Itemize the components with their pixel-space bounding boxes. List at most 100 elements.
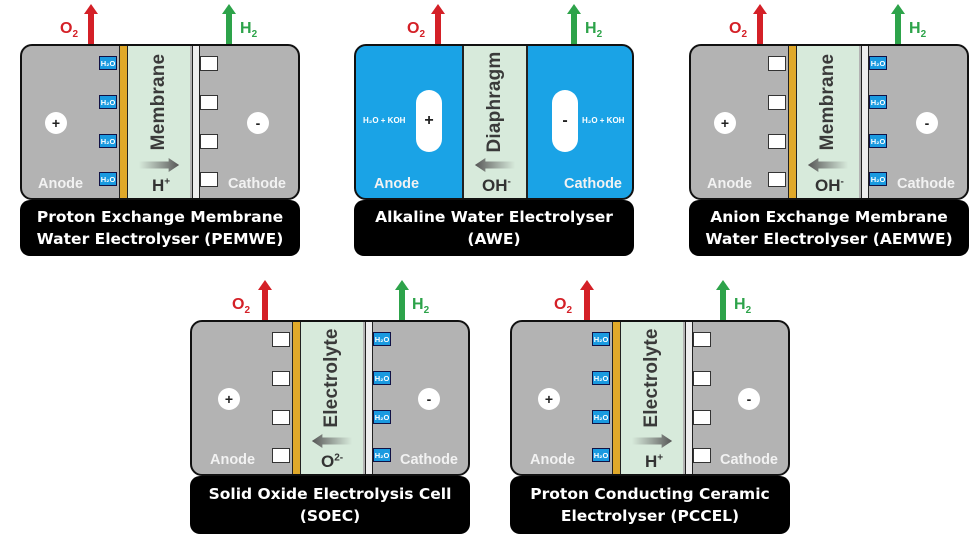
title-line-1: Alkaline Water Electrolyser <box>375 208 613 226</box>
negative-terminal-icon: - <box>418 388 440 410</box>
membrane-label: Membrane <box>148 53 169 151</box>
cathode-label: Cathode <box>564 176 622 192</box>
cathode-separator <box>365 322 373 474</box>
o2-label: O2 <box>60 20 79 41</box>
membrane: Membrane OH- <box>797 46 859 198</box>
empty-site <box>693 371 711 386</box>
cell-title: Solid Oxide Electrolysis Cell (SOEC) <box>190 476 470 534</box>
cathode-separator <box>861 46 869 198</box>
cathode-label: Cathode <box>720 452 778 468</box>
positive-terminal-icon: + <box>218 388 240 410</box>
cell-title: Proton Exchange Membrane Water Electroly… <box>20 200 300 256</box>
water-molecule: H₂O <box>592 332 610 346</box>
title-line-2: (AWE) <box>467 230 521 248</box>
ion-label: H+ <box>152 176 171 195</box>
diaphragm-label: Diaphragm <box>484 51 505 153</box>
cell-title: Alkaline Water Electrolyser (AWE) <box>354 200 634 256</box>
soec-cell: O2 H2 Electrolyte O2- H₂O H₂O H₂O H₂O + … <box>190 276 470 534</box>
anode-separator <box>119 46 128 198</box>
cathode-label: Cathode <box>897 176 955 192</box>
diaphragm: Diaphragm OH- <box>462 46 528 198</box>
water-molecule: H₂O <box>373 410 391 424</box>
cell-title: Proton Conducting Ceramic Electrolyser (… <box>510 476 790 534</box>
anode-separator <box>788 46 797 198</box>
title-line-2: Water Electrolyser (AEMWE) <box>705 230 953 248</box>
ion-arrow-left-icon <box>807 158 849 172</box>
h2-label: H2 <box>585 20 603 41</box>
water-molecule: H₂O <box>869 134 887 148</box>
h2-arrow-icon <box>395 280 409 356</box>
o2-label: O2 <box>729 20 748 41</box>
membrane: Membrane H+ <box>128 46 190 198</box>
title-line-2: Electrolyser (PCCEL) <box>560 507 740 525</box>
h2-label: H2 <box>412 296 430 317</box>
ion-arrow-right-icon <box>138 158 180 172</box>
empty-site <box>200 95 218 110</box>
o2-arrow-icon <box>258 280 272 356</box>
aemwe-cell: O2 H2 Membrane OH- H₂O H₂O H₂O H₂O + - A… <box>689 0 969 256</box>
water-molecule: H₂O <box>592 448 610 462</box>
empty-site <box>693 448 711 463</box>
title-line-1: Proton Exchange Membrane <box>36 208 284 226</box>
water-molecule: H₂O <box>373 332 391 346</box>
cathode-label: Cathode <box>228 176 286 192</box>
cathode-electrode-icon: - <box>552 90 578 152</box>
h2-arrow-icon <box>222 4 236 80</box>
o2-arrow-icon <box>84 4 98 80</box>
electrolyte-label: H₂O + KOH <box>582 116 625 125</box>
anode-electrode-icon: + <box>416 90 442 152</box>
anode-label: Anode <box>38 176 84 192</box>
ion-arrow-left-icon <box>474 158 516 172</box>
title-line-1: Solid Oxide Electrolysis Cell <box>208 485 452 503</box>
ion-label: H+ <box>645 452 664 471</box>
empty-site <box>272 332 290 347</box>
cell-body: Electrolyte H+ H₂O H₂O H₂O H₂O + - Anode… <box>510 320 790 476</box>
empty-site <box>768 134 786 149</box>
water-molecule: H₂O <box>373 371 391 385</box>
empty-site <box>200 172 218 187</box>
water-molecule: H₂O <box>592 371 610 385</box>
negative-terminal-icon: - <box>738 388 760 410</box>
water-molecule: H₂O <box>869 95 887 109</box>
empty-site <box>768 95 786 110</box>
water-molecule: H₂O <box>869 172 887 186</box>
water-molecule: H₂O <box>373 448 391 462</box>
h2-arrow-icon <box>891 4 905 80</box>
ion-label: OH- <box>815 176 844 195</box>
empty-site <box>272 371 290 386</box>
title-line-2: (SOEC) <box>299 507 361 525</box>
ion-label: O2- <box>321 452 344 471</box>
anode-label: Anode <box>707 176 753 192</box>
h2-arrow-icon <box>567 4 581 80</box>
cathode-label: Cathode <box>400 452 458 468</box>
o2-label: O2 <box>407 20 426 41</box>
water-molecule: H₂O <box>592 410 610 424</box>
o2-arrow-icon <box>431 4 445 80</box>
o2-arrow-icon <box>580 280 594 356</box>
cell-body: Membrane H+ H₂O H₂O H₂O H₂O + - Anode Ca… <box>20 44 300 200</box>
ion-arrow-left-icon <box>311 434 353 448</box>
title-line-1: Proton Conducting Ceramic <box>530 485 770 503</box>
positive-terminal-icon: + <box>714 112 736 134</box>
empty-site <box>200 56 218 71</box>
electrolyte-label: Electrolyte <box>321 328 342 428</box>
o2-arrow-icon <box>753 4 767 80</box>
empty-site <box>768 56 786 71</box>
cathode-separator <box>192 46 200 198</box>
awe-cell: O2 H2 Diaphragm OH- + - H₂O + KOH H₂O + … <box>354 0 634 256</box>
cell-body: Electrolyte O2- H₂O H₂O H₂O H₂O + - Anod… <box>190 320 470 476</box>
negative-terminal-icon: - <box>916 112 938 134</box>
electrolyte-label: H₂O + KOH <box>363 116 406 125</box>
electrolyte: Electrolyte O2- <box>301 322 363 474</box>
anode-label: Anode <box>210 452 256 468</box>
empty-site <box>272 410 290 425</box>
title-line-1: Anion Exchange Membrane <box>710 208 948 226</box>
water-molecule: H₂O <box>99 172 117 186</box>
pemwe-cell: O2 H2 Membrane H+ H₂O H₂O H₂O H₂O + - An… <box>20 0 300 256</box>
electrolyte-label: Electrolyte <box>641 328 662 428</box>
title-line-2: Water Electrolyser (PEMWE) <box>36 230 284 248</box>
negative-terminal-icon: - <box>247 112 269 134</box>
empty-site <box>200 134 218 149</box>
water-molecule: H₂O <box>99 134 117 148</box>
h2-arrow-icon <box>716 280 730 356</box>
